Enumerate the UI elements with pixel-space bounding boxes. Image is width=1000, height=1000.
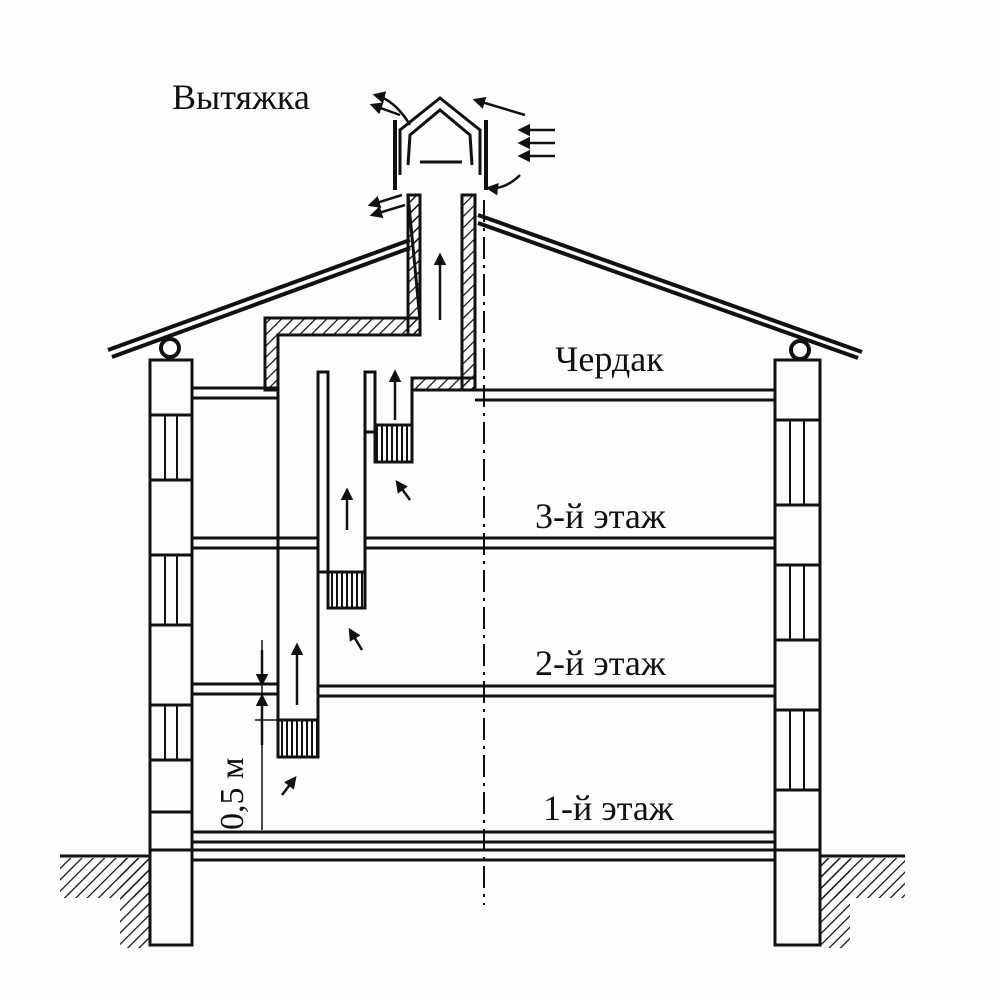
floor2-label: 2-й этаж xyxy=(535,643,666,683)
deflector-cap xyxy=(393,96,488,190)
roof xyxy=(107,213,863,361)
exhaust-label: Вытяжка xyxy=(172,77,310,117)
ground xyxy=(60,854,905,948)
attic-label: Чердак xyxy=(555,339,664,379)
floor3-label: 3-й этаж xyxy=(535,496,666,536)
right-wall xyxy=(773,358,822,947)
left-wall xyxy=(148,358,194,947)
exhaust-duct xyxy=(263,193,477,759)
airflow-arrows xyxy=(255,91,555,796)
dimension-label: 0,5 м xyxy=(214,757,251,830)
floor1-label: 1-й этаж xyxy=(543,788,674,828)
